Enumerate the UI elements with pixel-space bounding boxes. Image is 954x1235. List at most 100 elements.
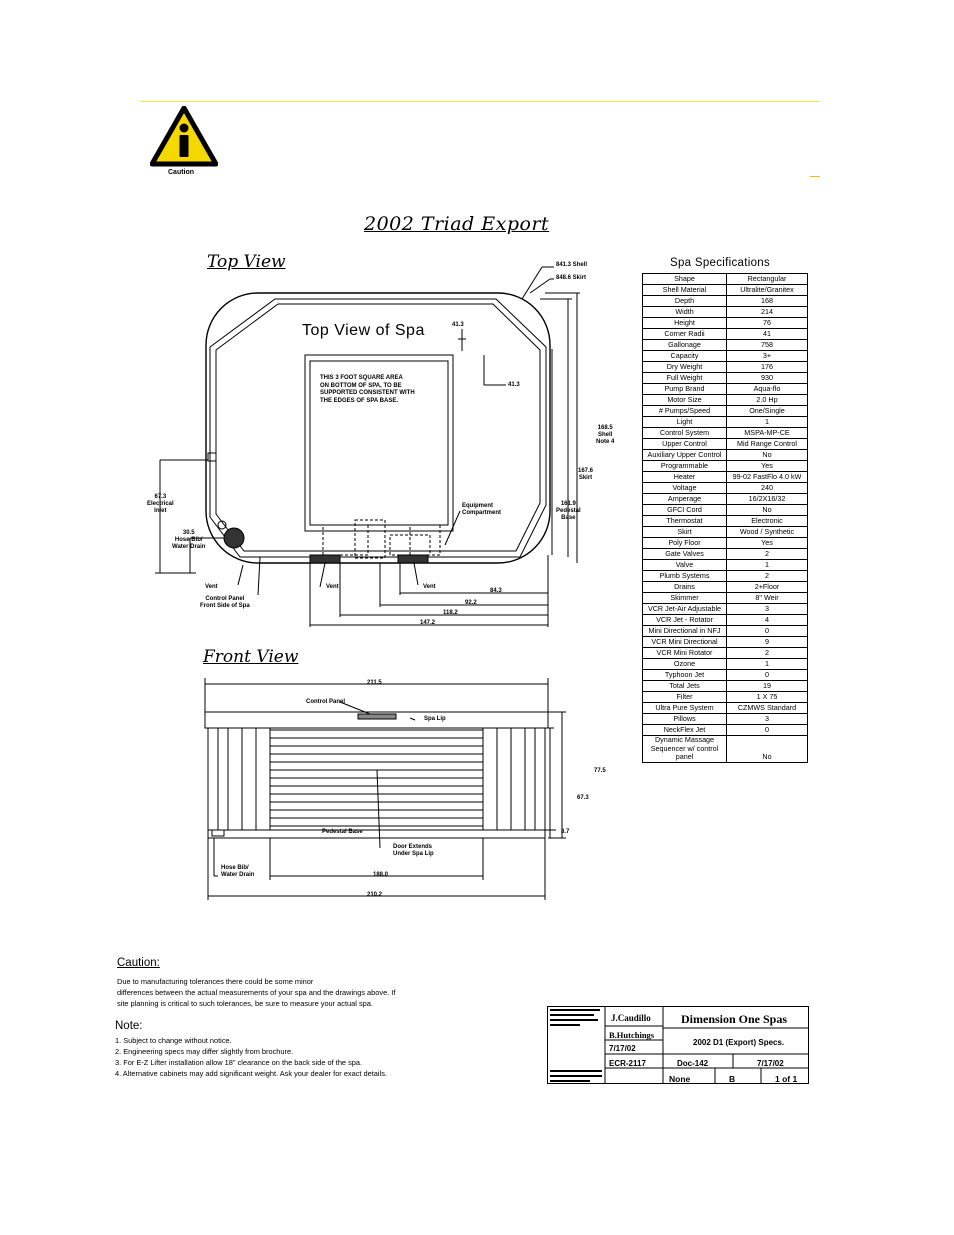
revision-date: 7/17/02	[757, 1059, 784, 1068]
note-item: 1. Subject to change without notice.	[115, 1036, 232, 1045]
spec-value: Ultralite/Granitex	[726, 284, 808, 296]
spec-label: VCR Mini Directional	[642, 636, 727, 648]
front-hose-label: Hose Bib/ Water Drain	[221, 865, 255, 878]
revision: B	[729, 1074, 736, 1084]
spec-label: Total Jets	[642, 680, 727, 692]
spec-label: Skimmer	[642, 592, 727, 604]
spec-value: 0	[726, 669, 808, 681]
top-view-heading: Top View	[207, 252, 286, 272]
spec-value: One/Single	[726, 405, 808, 417]
date-drawn: 7/17/02	[609, 1044, 636, 1053]
spec-label: Plumb Systems	[642, 570, 727, 582]
front-height: 77.5	[594, 768, 606, 774]
spec-value: 2	[726, 570, 808, 582]
spec-label: Ultra Pure System	[642, 702, 727, 714]
spec-value: 0	[726, 724, 808, 736]
title-block: J.Caudillo B.Hutchings 7/17/02 ECR-2117 …	[547, 1006, 809, 1084]
spec-label: Mini Directional in NFJ	[642, 625, 727, 637]
front-small-height: 8.7	[561, 829, 570, 835]
spec-label: Pillows	[642, 713, 727, 725]
spec-value: Wood / Synthetic	[726, 526, 808, 538]
front-base-width: 188.0	[373, 872, 389, 878]
spec-label: Valve	[642, 559, 727, 571]
spec-label: Heater	[642, 471, 727, 483]
note-item: 2. Engineering specs may differ slightly…	[115, 1047, 294, 1056]
ecr-number: ECR-2117	[609, 1059, 646, 1068]
spec-label: Dry Weight	[642, 361, 727, 373]
spec-value: 0	[726, 625, 808, 637]
control-panel-label: Control Panel Front Side of Spa	[200, 596, 250, 609]
spec-value: Aqua-flo	[726, 383, 808, 395]
spec-value: 99-02 FastFlo 4.0 kW	[726, 471, 808, 483]
spec-label: Shape	[642, 273, 727, 285]
door-label: Door Extends Under Spa Lip	[393, 844, 434, 857]
front-view-drawing	[204, 678, 566, 900]
header-rule-end	[810, 176, 820, 177]
spec-value: 2+Floor	[726, 581, 808, 593]
dimension-d3: 118.2	[443, 610, 458, 616]
hose-drain-label: 30.5 Hose Bib/ Water Drain	[172, 530, 206, 550]
spec-label: Poly Floor	[642, 537, 727, 549]
top-view-inner-label: Top View of Spa	[302, 322, 425, 339]
front-control-panel-label: Control Panel	[306, 699, 346, 705]
shell-side-dimension: 168.5 Shell Note 4	[596, 425, 615, 445]
spec-value: 758	[726, 339, 808, 351]
spec-value: 8" Weir	[726, 592, 808, 604]
top-view-drawing	[155, 266, 580, 627]
spec-value: Electronic	[726, 515, 808, 527]
note-item: 4. Alternative cabinets may add signific…	[115, 1069, 387, 1078]
scale: None	[669, 1074, 691, 1084]
radius-top-dimension: 41.3	[452, 322, 464, 328]
spec-value: 16/2X16/32	[726, 493, 808, 505]
spec-value: 168	[726, 295, 808, 307]
spec-label: Capacity	[642, 350, 727, 362]
spec-label: Skirt	[642, 526, 727, 538]
spec-value: 1	[726, 559, 808, 571]
spec-value: 76	[726, 317, 808, 329]
spec-value: 3	[726, 713, 808, 725]
spec-label: VCR Jet-Air Adjustable	[642, 603, 727, 615]
spec-value: 2.0 Hp	[726, 394, 808, 406]
notes-heading: Note:	[115, 1020, 143, 1032]
spec-value: 214	[726, 306, 808, 318]
note-item: 3. For E-Z Lifter installation allow 18"…	[115, 1058, 363, 1067]
spec-label: Pump Brand	[642, 383, 727, 395]
spec-value: 3	[726, 603, 808, 615]
spec-label: Thermostat	[642, 515, 727, 527]
dimension-d2: 92.2	[465, 600, 477, 606]
title-block-grid	[547, 1006, 809, 1084]
front-height-2: 67.3	[577, 795, 589, 801]
radius-side-dimension: 41.3	[508, 382, 520, 388]
spec-value: Yes	[726, 537, 808, 549]
header-rule	[140, 101, 820, 102]
spec-label: Control System	[642, 427, 727, 439]
drawing-title: 2002 D1 (Export) Specs.	[693, 1038, 785, 1047]
spec-label: Shell Material	[642, 284, 727, 296]
caution-heading: Caution:	[117, 957, 160, 969]
spec-value: No	[726, 735, 808, 763]
dimension-d1: 84.3	[490, 588, 502, 594]
spec-label: VCR Jet - Rotator	[642, 614, 727, 626]
